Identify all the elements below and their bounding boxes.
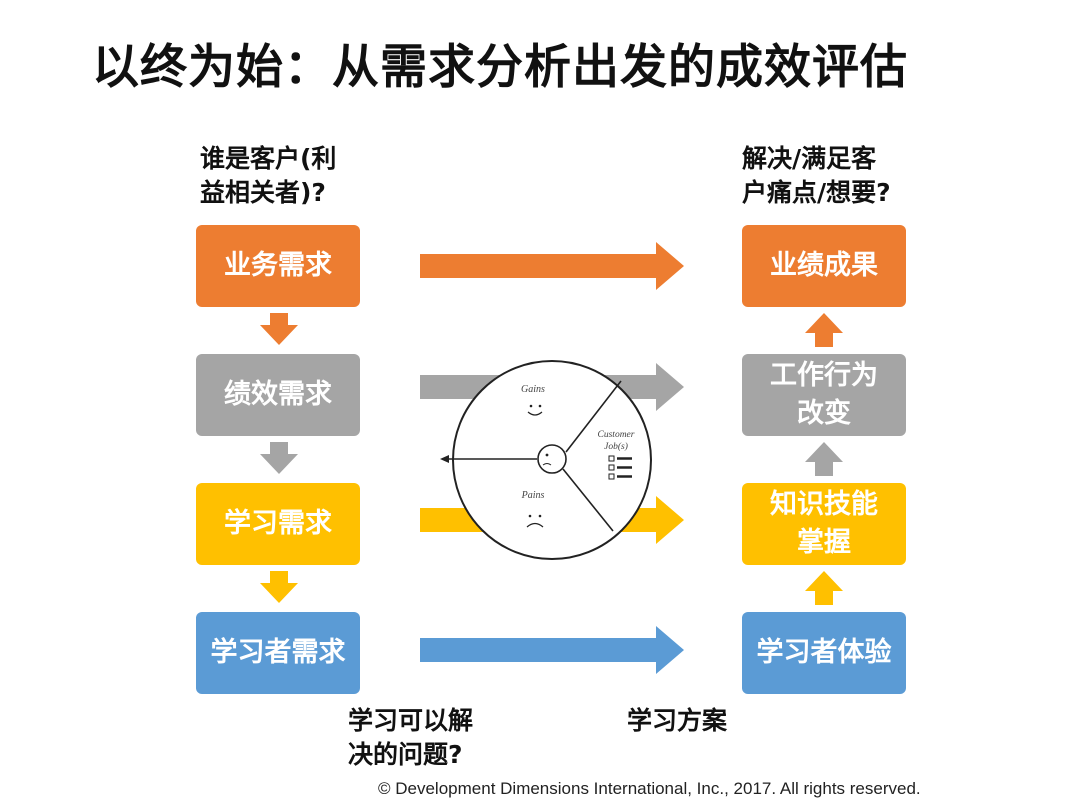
copyright-footer: © Development Dimensions International, … bbox=[378, 779, 921, 799]
down-arrow bbox=[260, 442, 298, 474]
customer-jobs-label: Job(s) bbox=[604, 441, 628, 452]
arrowhead bbox=[440, 455, 449, 463]
down-arrow bbox=[260, 571, 298, 603]
gains-label: Gains bbox=[521, 384, 545, 395]
up-arrow bbox=[805, 313, 843, 347]
down-arrow bbox=[260, 313, 298, 345]
customer-jobs-label: Customer bbox=[598, 430, 635, 440]
up-arrow bbox=[805, 442, 843, 476]
up-arrow bbox=[805, 571, 843, 605]
right-arrow bbox=[420, 626, 684, 674]
customer-head-icon bbox=[538, 445, 566, 473]
pains-label: Pains bbox=[521, 490, 545, 501]
right-arrow bbox=[420, 242, 684, 290]
